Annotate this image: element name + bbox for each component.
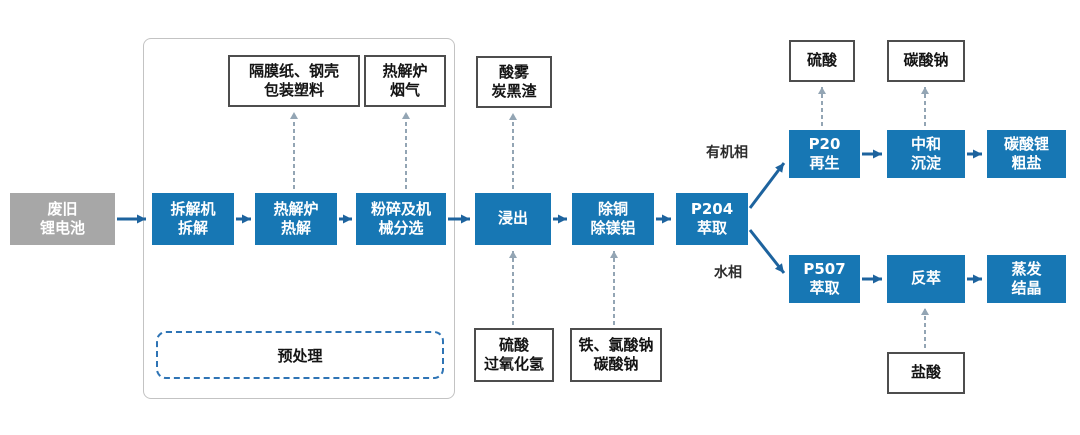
pretreatment-dashed-box: 预处理 [156,331,444,379]
organic-phase-label: 有机相 [706,145,748,161]
node-p20-regeneration: P20 再生 [789,130,860,178]
node-pyrolysis: 热解炉 热解 [255,193,337,245]
arrow-p204-to-p507-aqueous [748,229,786,274]
node-crush-sort: 粉碎及机 械分选 [356,193,446,245]
node-separator-shell: 隔膜纸、钢壳 包装塑料 [228,55,360,107]
node-neutralize-precipitate: 中和 沉淀 [887,130,965,178]
node-sulfuric-peroxide: 硫酸 过氧化氢 [474,328,554,382]
node-leaching: 浸出 [475,193,551,245]
aqueous-phase-label: 水相 [714,265,742,281]
arrow-p204-to-p20-organic [748,162,786,209]
node-waste-battery: 废旧 锂电池 [10,193,115,245]
node-lithium-carbonate-salt: 碳酸锂 粗盐 [987,130,1066,178]
node-stripping: 反萃 [887,255,965,303]
node-evaporate-crystallize: 蒸发 结晶 [987,255,1066,303]
node-remove-cu-mg-al: 除铜 除镁铝 [572,193,654,245]
node-p507-extraction: P507 萃取 [789,255,860,303]
node-iron-chlorate-soda: 铁、氯酸钠 碳酸钠 [570,328,662,382]
node-acid-mist: 酸雾 炭黑渣 [476,56,552,108]
node-dismantle: 拆解机 拆解 [152,193,234,245]
node-sodium-carbonate: 碳酸钠 [887,40,965,82]
node-sulfuric-acid: 硫酸 [789,40,855,82]
node-hydrochloric-acid: 盐酸 [887,352,965,394]
pretreatment-label: 预处理 [277,346,323,365]
node-p204-extraction: P204 萃取 [676,193,748,245]
node-flue-gas: 热解炉 烟气 [364,55,446,107]
